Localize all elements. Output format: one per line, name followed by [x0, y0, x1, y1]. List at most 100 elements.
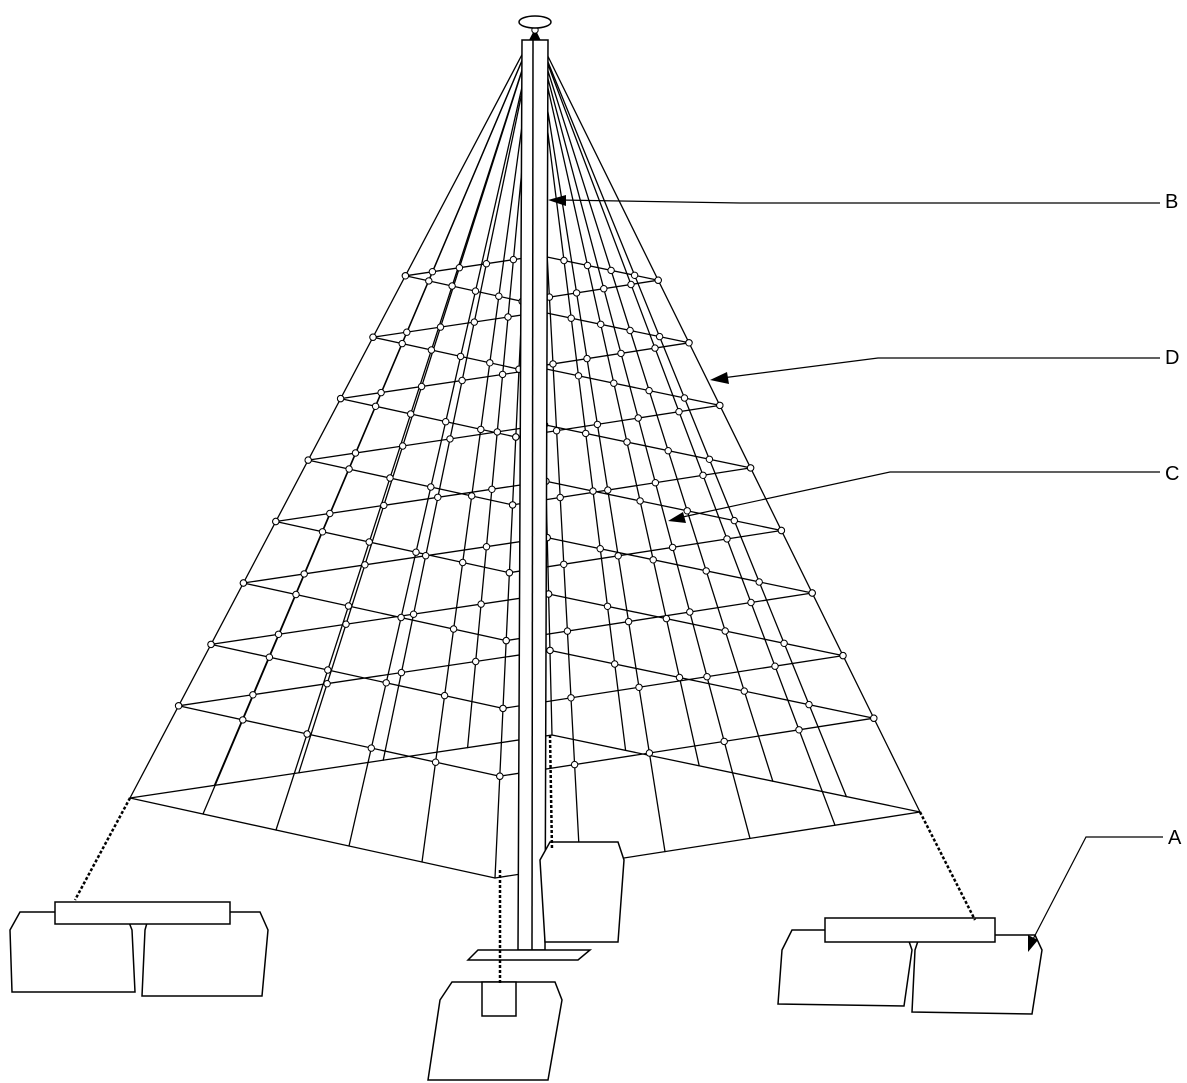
horizontal-rope [372, 311, 543, 338]
net-knot [468, 492, 476, 500]
net-knot [509, 255, 518, 264]
net-knot [603, 602, 612, 610]
net-knot [272, 517, 280, 526]
vertical-rope [421, 29, 536, 863]
horizontal-rope [502, 654, 844, 710]
perimeter-rope [551, 734, 921, 813]
net-knot [740, 687, 748, 695]
net-knot [427, 346, 436, 354]
net-knot [401, 272, 410, 280]
net-knot [683, 507, 691, 515]
horizontal-rope [511, 467, 752, 506]
net-knot [634, 414, 642, 422]
horizontal-rope [242, 536, 548, 584]
leader-line-c [677, 471, 1160, 519]
net-knot [318, 528, 327, 536]
net-knot [323, 680, 331, 688]
net-knot [377, 388, 385, 397]
net-knot [502, 636, 510, 645]
net-knot [303, 730, 311, 738]
net-knot [583, 354, 591, 363]
horizontal-rope [307, 424, 546, 461]
net-knot [386, 474, 394, 482]
horizontal-rope [242, 582, 507, 642]
net-knot [596, 545, 604, 553]
net-knot [472, 657, 480, 666]
net-knot [746, 464, 755, 472]
net-knot [552, 427, 561, 435]
net-knot [623, 438, 631, 446]
net-knot [630, 271, 639, 279]
horizontal-rope [404, 275, 523, 303]
net-knot [361, 561, 369, 569]
net-knot [593, 420, 602, 429]
net-knot [342, 620, 350, 628]
net-knot [607, 266, 615, 275]
net-knot [508, 501, 517, 509]
net-knot [324, 666, 332, 674]
net-knot [651, 344, 659, 352]
horizontal-rope [339, 397, 517, 438]
net-knot [716, 401, 724, 410]
edge-rope [534, 29, 921, 813]
net-knot [699, 471, 707, 479]
horizontal-rope [515, 404, 721, 438]
net-knot [675, 673, 684, 682]
net-knot [380, 501, 388, 510]
net-knot [611, 660, 619, 668]
net-knot [651, 479, 660, 487]
callout-label-c: C [1165, 463, 1180, 485]
net-knot [703, 673, 711, 681]
leader-arrowheads [548, 195, 1038, 952]
net-knot [675, 408, 683, 416]
net-knot [627, 280, 635, 289]
net-knot [574, 372, 583, 380]
vertical-rope [534, 29, 666, 853]
net-knot [624, 617, 633, 626]
net-knot [556, 493, 564, 502]
net-knot [345, 465, 353, 473]
net-knot [471, 287, 480, 295]
net-knot [512, 433, 520, 441]
net-knot [583, 261, 592, 270]
net-knot [403, 328, 411, 336]
anchor-chains [73, 734, 977, 985]
vertical-rope [298, 29, 536, 774]
leader-line-d [721, 357, 1160, 379]
net-knot [685, 339, 693, 347]
net-knot [549, 360, 557, 368]
net-knot [477, 425, 485, 434]
net-knot [458, 376, 466, 385]
arrowhead-b [548, 195, 566, 206]
vertical-rope [275, 29, 536, 831]
net-knot [504, 313, 512, 321]
net-knot [839, 651, 847, 660]
net-knot [455, 264, 464, 272]
net-knot [369, 333, 377, 341]
net-knot [440, 691, 449, 700]
vertical-rope [534, 29, 848, 798]
net-knot [427, 483, 435, 491]
net-knot [563, 627, 572, 635]
net-knot [304, 456, 312, 464]
net-knot [434, 493, 442, 501]
horizontal-rope [210, 593, 550, 646]
edge-rope [129, 29, 536, 799]
net-knot [705, 455, 714, 463]
net-knot [470, 318, 478, 326]
net-knot [417, 382, 426, 391]
vertical-rope [534, 29, 627, 752]
net-knot [274, 630, 283, 638]
net-knot [617, 349, 625, 358]
net-knot [446, 435, 454, 443]
ballast-block-right [777, 917, 1043, 1015]
net-knot [662, 614, 671, 623]
net-knot [597, 320, 605, 328]
vertical-rope [534, 29, 751, 840]
net-knot [448, 282, 456, 290]
net-knot [655, 332, 664, 341]
horizontal-rope [275, 520, 511, 574]
vertical-rope [534, 29, 700, 767]
net-knot [654, 276, 662, 284]
